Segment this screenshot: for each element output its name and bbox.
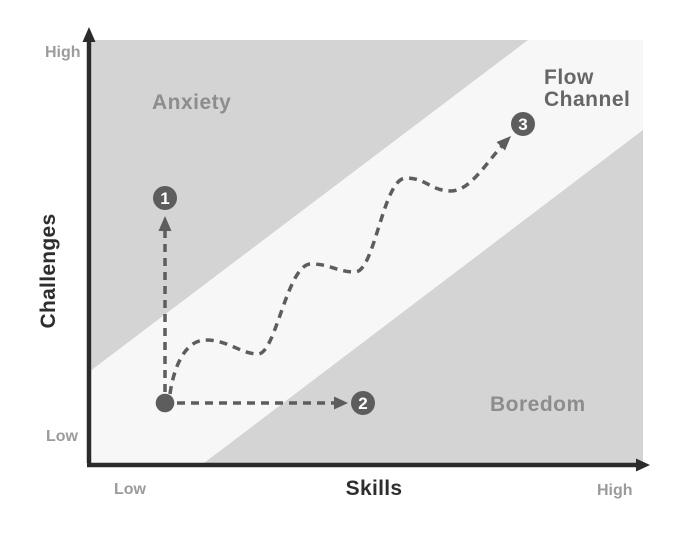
y-tick-high: High [45, 44, 81, 61]
marker-3: 3 [511, 112, 535, 136]
y-tick-low: Low [46, 428, 79, 445]
marker-2-circle [351, 391, 375, 415]
flow-channel-label-line1: Flow [544, 66, 594, 89]
marker-1-circle [153, 186, 177, 210]
start-point-dot [155, 393, 175, 413]
x-axis-title: Skills [346, 477, 403, 500]
anxiety-region [91, 40, 528, 370]
marker-1-number: 1 [160, 189, 169, 208]
x-tick-high: High [597, 482, 633, 499]
x-axis-arrow-icon [636, 458, 650, 472]
marker-3-number: 3 [518, 115, 527, 134]
skill-arrowhead-icon [334, 396, 348, 410]
marker-1: 1 [153, 186, 177, 210]
flow-path [168, 144, 504, 395]
boredom-region [204, 130, 643, 463]
boredom-label: Boredom [490, 393, 586, 416]
y-axis-arrow-icon [82, 27, 96, 42]
marker-2-number: 2 [358, 394, 367, 413]
marker-3-circle [511, 112, 535, 136]
flow-path-arrowhead-icon [496, 136, 511, 151]
x-tick-low: Low [114, 481, 147, 498]
anxiety-label: Anxiety [152, 91, 231, 114]
marker-2: 2 [351, 391, 375, 415]
flow-channel-label-line2: Channel [544, 88, 630, 111]
y-axis-title: Challenges [37, 213, 60, 328]
challenge-arrowhead-icon [158, 216, 172, 231]
